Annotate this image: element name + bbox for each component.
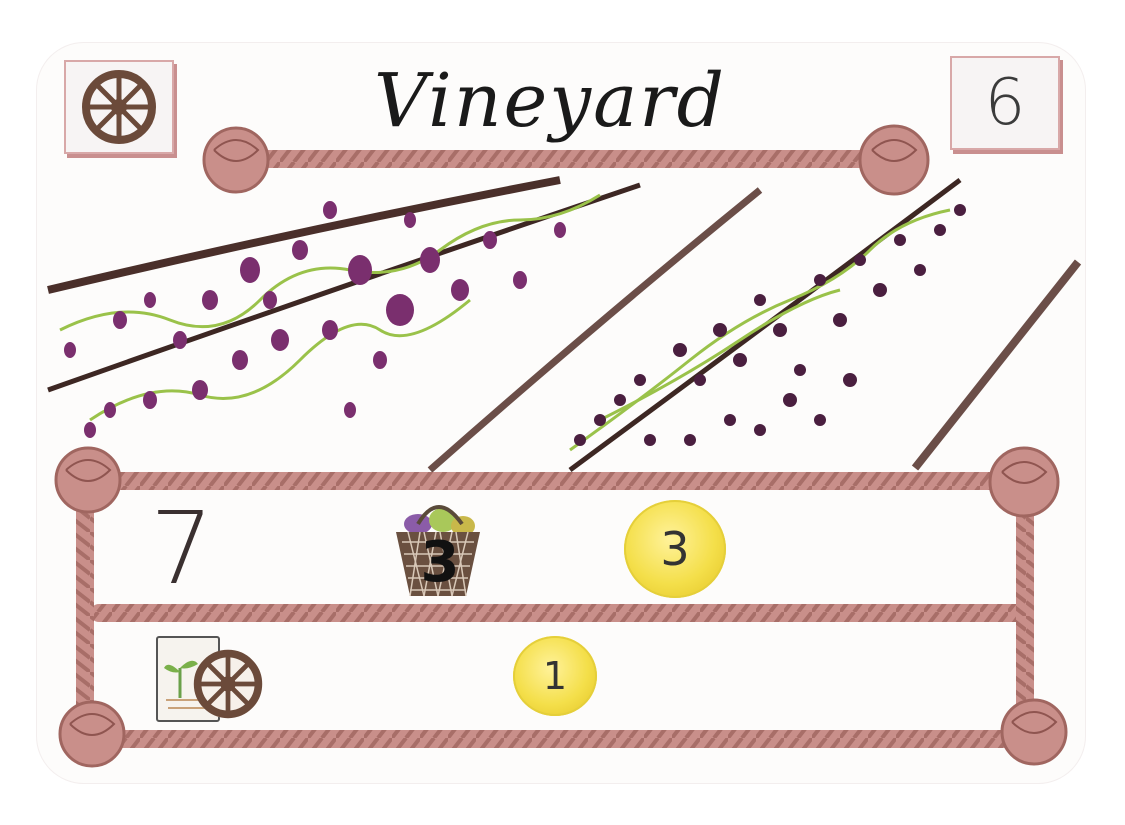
gold-coin-icon: 3 (624, 500, 726, 598)
card-title: Vineyard (374, 58, 726, 144)
wagon-wheel-icon (82, 70, 156, 144)
rope-frame-top (80, 472, 1055, 490)
gold-coin-icon: 1 (513, 636, 597, 716)
vine-pole (568, 177, 962, 473)
rope-frame-bottom (80, 730, 1050, 748)
cost-value: 6 (984, 66, 1026, 140)
cost-badge: 6 (950, 56, 1060, 150)
rope-frame-left (76, 480, 94, 740)
harvest-basket-icon (396, 505, 480, 597)
basket-value: 3 (420, 530, 460, 595)
row-number: 7 (150, 490, 214, 607)
vine-pole (911, 259, 1082, 471)
grape-clusters (64, 201, 566, 438)
card-type-badge (64, 60, 174, 154)
vine-leaves (59, 193, 951, 452)
rope-divider (90, 604, 1030, 622)
coin-value: 1 (542, 654, 568, 698)
vine-pole (47, 176, 561, 294)
vine-pole (427, 187, 763, 473)
rope-knots-detail (65, 139, 1058, 736)
rope-top (220, 150, 910, 168)
rope-frame-right (1016, 480, 1034, 740)
wagon-wheel-icon (193, 649, 263, 719)
grape-clusters (574, 204, 966, 446)
coin-value: 3 (660, 522, 690, 576)
